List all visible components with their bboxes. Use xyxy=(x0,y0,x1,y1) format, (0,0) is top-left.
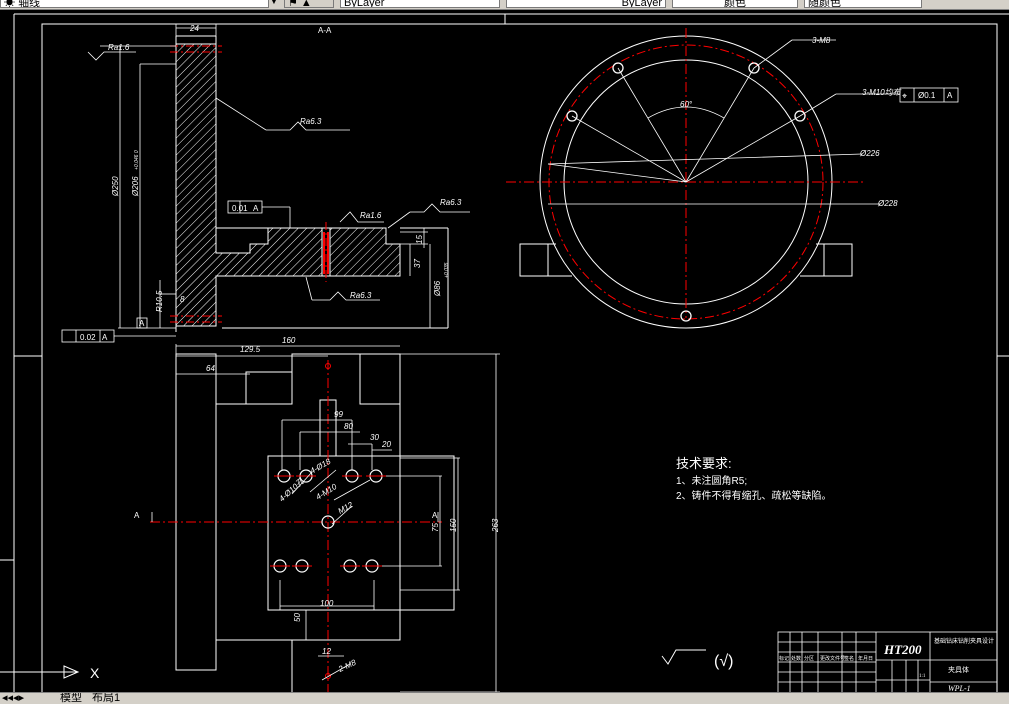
layer-tools[interactable]: ⚑ ▲ xyxy=(284,0,334,8)
dim-label: 64 xyxy=(206,364,215,373)
tab-nav-arrows[interactable]: ◂◂◂▸ xyxy=(2,692,25,704)
tol-value: 0.01 xyxy=(232,204,248,213)
title-cell: 更改文件号 xyxy=(820,655,845,662)
drawing-number: WPL-1 xyxy=(948,684,971,693)
properties-toolbar: ☀ 轴线 ▼ ⚑ ▲ ByLayer ByLayer 颜色 随颜色 xyxy=(0,0,1009,10)
datum-letter: A xyxy=(102,333,108,342)
dim-label: Ø250 xyxy=(111,176,120,197)
dim-label: 37 xyxy=(413,259,422,268)
section-label: A-A xyxy=(318,26,332,35)
section-hatch-right xyxy=(329,227,401,277)
hole-note: 2-M8 xyxy=(336,658,358,675)
lineweight-value: ByLayer xyxy=(621,0,662,8)
hole-note: 3-M8 xyxy=(812,36,831,45)
general-roughness-symbol: (√) xyxy=(661,649,733,670)
plan-view: 160 129.5 64 99 80 30 20 100 12 50 75 15… xyxy=(134,336,500,693)
dim-label: 50 xyxy=(293,613,302,622)
tab-layout1[interactable]: 布局1 xyxy=(92,692,121,704)
lightbulb-icon: ☀ xyxy=(4,0,15,8)
plotstyle-dropdown[interactable]: 颜色 xyxy=(672,0,798,8)
tab-model[interactable]: 模型 xyxy=(60,692,82,704)
dim-tolerance: +0.046 0 xyxy=(134,150,140,170)
ucs-icon: X xyxy=(0,665,100,681)
dim-tolerance: +0.035 xyxy=(444,262,450,278)
tol-value: 0.02 xyxy=(80,333,96,342)
extra-value: 随颜色 xyxy=(808,0,841,8)
linetype-dropdown[interactable]: ByLayer xyxy=(340,0,500,8)
roughness-label: Ra6.3 xyxy=(300,117,322,126)
material: HT200 xyxy=(883,642,922,657)
hole-note: M12 xyxy=(337,500,355,516)
notes-line1: 1、未注圆角R5; xyxy=(676,474,747,487)
notes-line2: 2、铸件不得有缩孔、疏松等缺陷。 xyxy=(676,489,832,502)
hole-note: 4-Ø10孔 xyxy=(277,476,306,504)
lineweight-dropdown[interactable]: ByLayer xyxy=(506,0,666,8)
dim-label: 150 xyxy=(449,518,458,532)
section-mark: A xyxy=(134,511,140,520)
plotstyle-value: 颜色 xyxy=(724,0,746,8)
title-cell: 签名 xyxy=(844,655,854,662)
roughness-label: Ra1.6 xyxy=(108,43,130,52)
roughness-label: Ra6.3 xyxy=(350,291,372,300)
dim-label: 20 xyxy=(381,440,391,449)
title-cell: 分区 xyxy=(804,655,814,662)
roughness-label: Ra1.6 xyxy=(360,211,382,220)
layout-tabs: ◂◂◂▸ 模型 布局1 xyxy=(0,692,1009,704)
title-cell: 年月日 xyxy=(858,655,873,662)
part-name: 夹具体 xyxy=(948,665,969,674)
section-hatch-left xyxy=(175,43,323,327)
ucs-x-label: X xyxy=(90,665,100,681)
hole-note: 4-Ø18 xyxy=(309,457,333,476)
dim-label: Ø228 xyxy=(877,199,898,208)
circular-view: 3-M8 3-M10均布 60° Ø226 Ø228 Ø0.1 A ⌖ xyxy=(506,28,959,329)
tol-value: Ø0.1 xyxy=(918,91,936,100)
dim-label: 8 xyxy=(180,295,185,304)
technical-requirements: 技术要求: 1、未注圆角R5; 2、铸件不得有缩孔、疏松等缺陷。 xyxy=(676,456,832,502)
dim-label: 12 xyxy=(322,647,331,656)
datum-letter: A xyxy=(139,319,145,328)
hole-note: 3-M10均布 xyxy=(862,88,902,97)
dim-label: 80 xyxy=(344,422,353,431)
dim-label: Ø206 xyxy=(131,176,140,197)
notes-title: 技术要求: xyxy=(676,456,732,471)
layer-value: 轴线 xyxy=(18,0,41,8)
dim-label: R10.5 xyxy=(155,290,164,312)
title-block xyxy=(777,631,998,695)
dim-label: 263 xyxy=(491,518,500,533)
datum-letter: A xyxy=(947,91,953,100)
dim-label: 99 xyxy=(334,410,343,419)
dim-label: 75 xyxy=(431,523,440,532)
layer-dropdown[interactable]: ☀ 轴线 xyxy=(0,0,278,8)
dim-label: 100 xyxy=(320,599,334,608)
angle-label: 60° xyxy=(680,100,693,109)
chevron-down-icon[interactable]: ▼ xyxy=(268,0,279,8)
position-tolerance-icon: ⌖ xyxy=(902,91,907,101)
title-cell: 处数 xyxy=(791,655,801,662)
title-cell: 标记 xyxy=(779,655,789,662)
dim-label: Ø226 xyxy=(859,149,880,158)
datum-letter: A xyxy=(253,204,259,213)
scale: 1:1 xyxy=(919,674,926,679)
dim-label: Ø86 xyxy=(433,280,442,297)
section-view: A-A xyxy=(61,24,470,343)
linetype-value: ByLayer xyxy=(344,0,385,8)
roughness-general: (√) xyxy=(714,653,733,670)
drawing-frame xyxy=(0,13,1009,703)
dim-label: 24 xyxy=(189,24,199,33)
extra-dropdown[interactable]: 随颜色 xyxy=(804,0,922,8)
dim-label: 15 xyxy=(415,235,424,244)
drawing-designer: 基础钻床钻削夹具设计 xyxy=(934,637,994,645)
dim-label: 129.5 xyxy=(240,345,261,354)
dim-label: 30 xyxy=(370,433,379,442)
roughness-label: Ra6.3 xyxy=(440,198,462,207)
dim-label: 160 xyxy=(282,336,296,345)
section-mark: A xyxy=(432,511,438,520)
